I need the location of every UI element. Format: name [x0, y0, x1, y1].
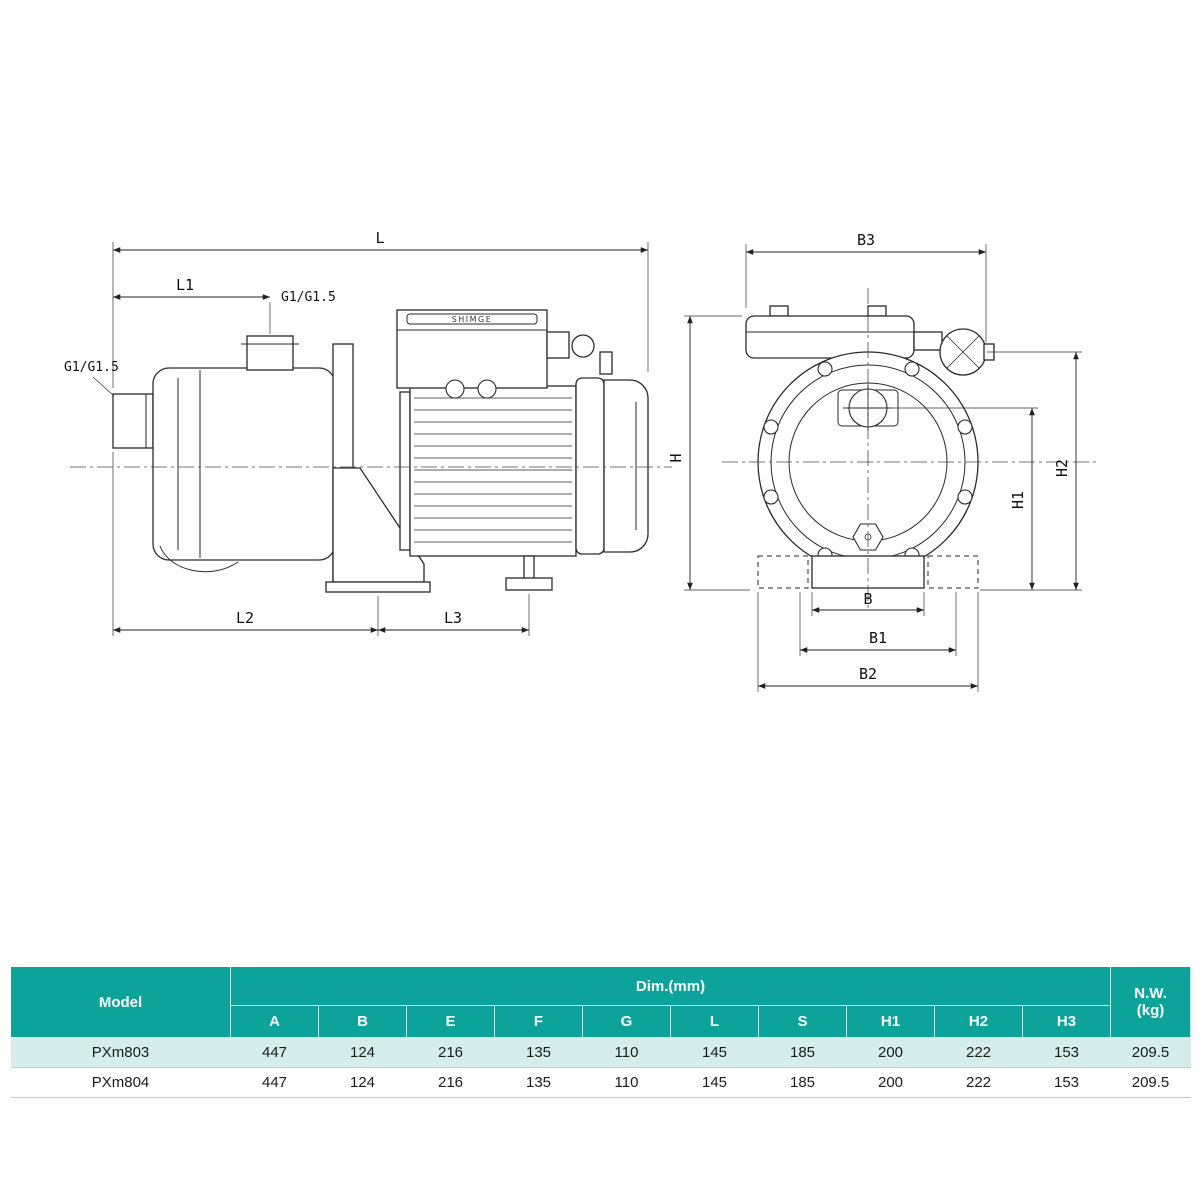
- table-header-col-f: F: [494, 1005, 583, 1038]
- table-cell: 185: [758, 1037, 847, 1068]
- table-cell: 222: [934, 1067, 1023, 1098]
- dim-label-h: H: [667, 453, 685, 462]
- table-header-col-h2: H2: [934, 1005, 1023, 1038]
- motor-body: [409, 385, 577, 557]
- model-cell: PXm803: [10, 1037, 231, 1068]
- pump-front-view: [745, 305, 995, 589]
- pump-housing: [152, 367, 336, 561]
- dim-label-h1: H1: [1009, 491, 1027, 509]
- front-view-dimensions: B3 H H1 H2 B: [667, 231, 1082, 692]
- port-label-left: G1/G1.5: [64, 360, 119, 375]
- bolt: [957, 419, 973, 435]
- table-cell: 110: [582, 1037, 671, 1068]
- motor-cooling-fins: [414, 397, 572, 543]
- dim-label-l1: L1: [176, 276, 194, 294]
- foot-hidden-right: [927, 555, 979, 589]
- table-cell: 124: [318, 1067, 407, 1098]
- motor-foot: [505, 577, 553, 591]
- nw-cell: 209.5: [1110, 1067, 1191, 1098]
- table-cell: 145: [670, 1037, 759, 1068]
- bolt: [763, 489, 779, 505]
- drawing-area: SHIMGE L: [64, 229, 1100, 692]
- table-header-col-h3: H3: [1021, 1005, 1112, 1038]
- dim-label-b3: B3: [857, 231, 875, 249]
- table-header-col-a: A: [230, 1005, 319, 1038]
- bolt: [817, 361, 833, 377]
- table-header-model: Model: [10, 966, 231, 1038]
- table-header-col-s: S: [758, 1005, 847, 1038]
- suction-port: [112, 393, 154, 449]
- model-cell: PXm804: [10, 1067, 231, 1098]
- terminal-box: [396, 309, 548, 389]
- nw-label-line1: N.W.: [1134, 984, 1167, 1002]
- fan-cover: [603, 379, 649, 553]
- dim-label-b: B: [863, 590, 872, 608]
- foot-hidden-left: [757, 555, 809, 589]
- table-cell: 135: [494, 1067, 583, 1098]
- side-view-dimensions: L L1 G1/G1.5 G1/G1.5 L2 L3: [64, 229, 649, 636]
- dim-label-l3: L3: [444, 609, 462, 627]
- table-cell: 153: [1022, 1037, 1111, 1068]
- table-cell: 222: [934, 1037, 1023, 1068]
- table-cell: 145: [670, 1067, 759, 1098]
- port-label-top: G1/G1.5: [281, 290, 336, 305]
- table-row-pxm804: PXm804 447 124 216 135 110 145 185 200 2…: [10, 1067, 1191, 1098]
- table-header-col-g: G: [582, 1005, 671, 1038]
- cable-gland: [546, 331, 570, 359]
- table-cell: 153: [1022, 1067, 1111, 1098]
- table-header-col-e: E: [406, 1005, 495, 1038]
- pump-side-view: SHIMGE: [112, 309, 649, 593]
- dim-label-b2: B2: [859, 665, 877, 683]
- dim-label-l2: L2: [236, 609, 254, 627]
- table-cell: 200: [846, 1067, 935, 1098]
- dim-label-h2: H2: [1053, 459, 1071, 477]
- table-cell: 135: [494, 1037, 583, 1068]
- table-cell: 110: [582, 1067, 671, 1098]
- capacitor: [571, 334, 595, 358]
- support-bracket: [332, 467, 425, 583]
- table-header-col-b: B: [318, 1005, 407, 1038]
- table-row-pxm803: PXm803 447 124 216 135 110 145 185 200 2…: [10, 1037, 1191, 1068]
- pump-dimension-drawing: SHIMGE L: [64, 229, 1100, 692]
- dim-label-l: L: [375, 229, 384, 247]
- table-header-nw: N.W. (kg): [1110, 966, 1192, 1038]
- motor-brand-label: SHIMGE: [452, 315, 493, 324]
- discharge-port: [246, 335, 294, 371]
- table-cell: 185: [758, 1067, 847, 1098]
- nw-label-line2: (kg): [1136, 1002, 1165, 1019]
- dimension-table-wrap: Model Dim.(mm) N.W. (kg) A B E F G L S H…: [10, 966, 1192, 1098]
- top-cap: [745, 315, 915, 359]
- table-cell: 216: [406, 1067, 495, 1098]
- table-header-col-l: L: [670, 1005, 759, 1038]
- table-header-dim-group: Dim.(mm): [229, 966, 1112, 1006]
- table-header-col-h1: H1: [846, 1005, 935, 1038]
- bolt: [763, 419, 779, 435]
- bolt: [957, 489, 973, 505]
- bolt: [904, 361, 920, 377]
- dimension-table: Model Dim.(mm) N.W. (kg) A B E F G L S H…: [10, 966, 1192, 1098]
- table-cell: 216: [406, 1037, 495, 1068]
- bracket-foot: [325, 581, 431, 593]
- table-cell: 124: [318, 1037, 407, 1068]
- dim-label-b1: B1: [869, 629, 887, 647]
- table-cell: 447: [230, 1067, 319, 1098]
- table-cell: 200: [846, 1037, 935, 1068]
- nw-cell: 209.5: [1110, 1037, 1191, 1068]
- table-cell: 447: [230, 1037, 319, 1068]
